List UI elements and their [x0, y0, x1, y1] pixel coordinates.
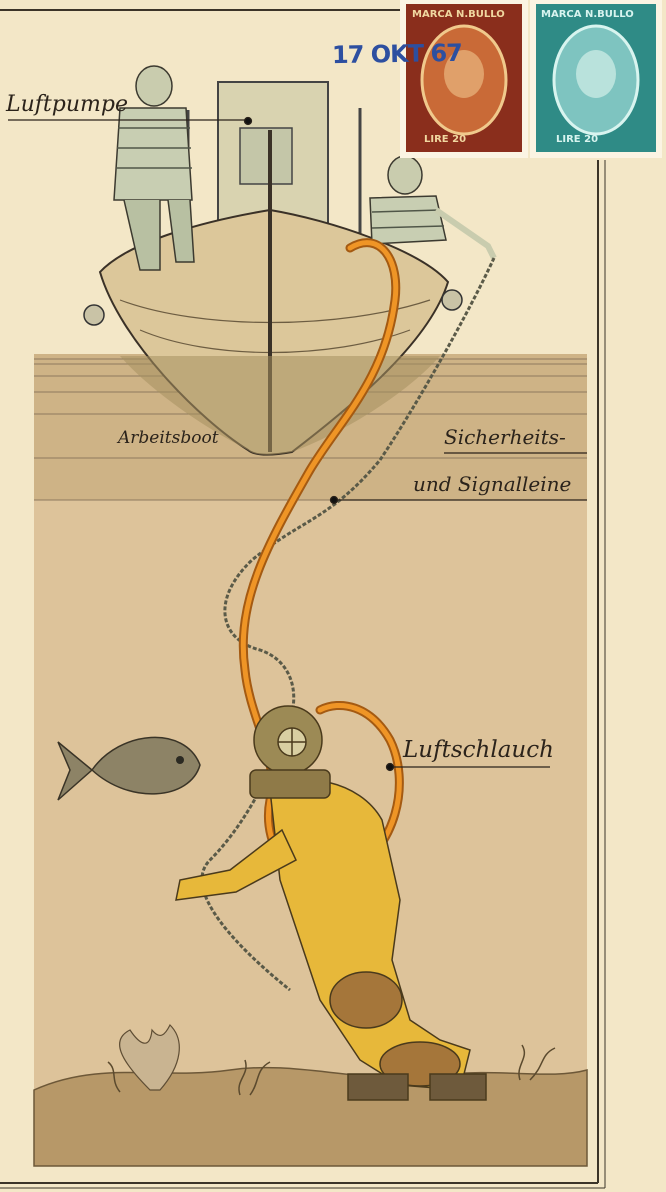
stamp-teal-value: LIRE 20: [556, 134, 598, 145]
label-signalleine: und Signalleine: [413, 472, 571, 496]
label-arbeitsboot: Arbeitsboot: [118, 428, 219, 448]
luftschlauch-marker: [387, 764, 394, 771]
label-sicherheits: Sicherheits-: [444, 425, 566, 449]
signalleine-marker: [331, 497, 338, 504]
postmark: 17 OKT 67: [332, 39, 462, 69]
luftpumpe-marker: [245, 118, 252, 125]
label-luftpumpe: Luftpumpe: [6, 92, 128, 117]
label-luftschlauch: Luftschlauch: [403, 737, 554, 763]
stamp-red-value: LIRE 20: [424, 134, 466, 145]
stamp-teal-top-text: MARCA N.BULLO: [541, 9, 634, 20]
stamp-red-top-text: MARCA N.BULLO: [412, 9, 505, 20]
seafloor: [34, 1068, 587, 1166]
air-pump: [240, 128, 292, 184]
